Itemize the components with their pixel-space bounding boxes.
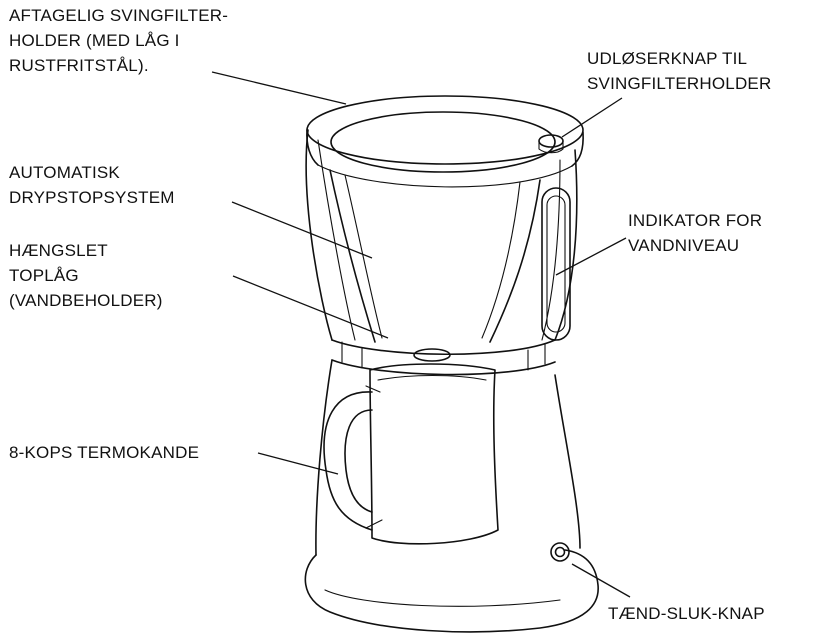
callout-release-button: UDLØSERKNAP TIL SVINGFILTERHOLDER	[587, 49, 772, 93]
callout-filter-holder: AFTAGELIG SVINGFILTER- HOLDER (MED LÅG I…	[9, 6, 229, 75]
leader-drip-stop	[231, 201, 373, 259]
callout-drip-stop: AUTOMATISK DRYPSTOPSYSTEM	[9, 163, 175, 207]
power-switch-shape	[550, 542, 570, 562]
body-housing	[305, 129, 581, 556]
water-level-window	[541, 187, 571, 341]
leader-lines	[211, 71, 631, 598]
base-foot	[304, 549, 599, 633]
leader-release-button	[561, 97, 623, 138]
release-button-shape	[538, 134, 564, 148]
drip-stop-ring	[331, 339, 556, 376]
leader-thermo-jug	[257, 452, 339, 475]
filter-holder-top	[306, 95, 584, 188]
callout-thermo-jug: 8-KOPS TERMOKANDE	[9, 443, 200, 462]
leader-power-switch	[571, 563, 631, 598]
callout-power-switch: TÆND-SLUK-KNAP	[608, 604, 765, 623]
callout-water-level: INDIKATOR FOR VANDNIVEAU	[628, 211, 763, 255]
leader-filter-holder	[211, 71, 347, 105]
leader-water-level	[555, 237, 627, 276]
thermo-jug	[323, 363, 499, 545]
filter-funnel	[329, 169, 541, 343]
leader-top-lid	[232, 275, 389, 339]
callout-top-lid: HÆNGSLET TOPLÅG (VANDBEHOLDER)	[9, 241, 163, 310]
